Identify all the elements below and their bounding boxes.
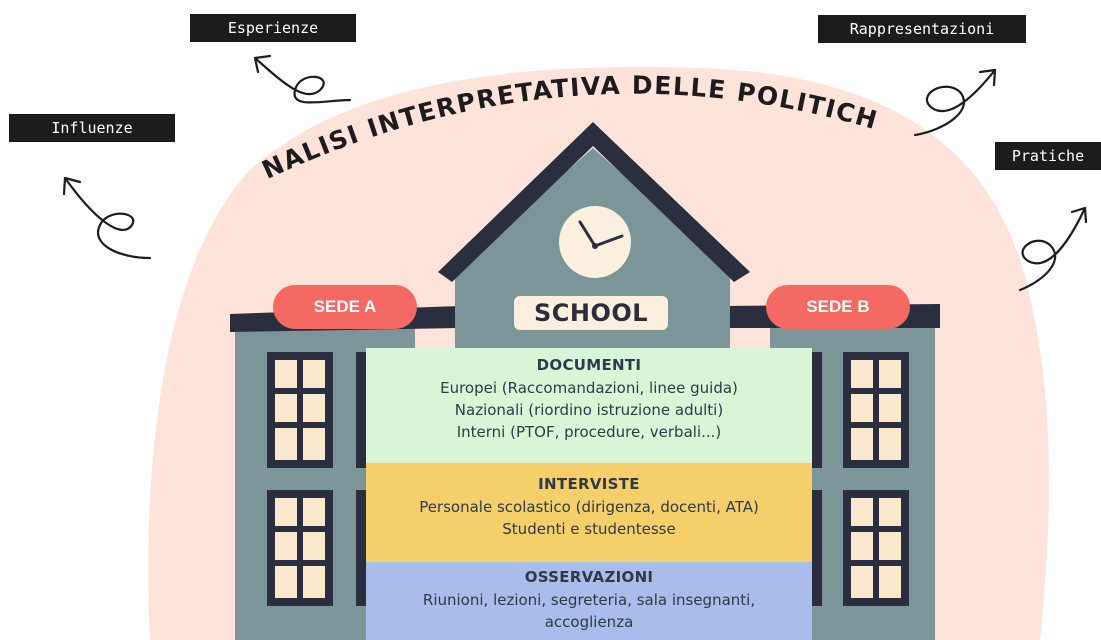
arrow-rappresentazioni-icon [913,68,997,137]
documenti-heading: DOCUMENTI [536,356,642,374]
window-left-bottom [267,490,333,606]
clock-icon [559,206,631,278]
section-documenti: DOCUMENTI Europei (Raccomandazioni, line… [366,348,812,463]
tag-esperienze: Esperienze [190,14,356,42]
school-sign: SCHOOL [514,296,668,330]
osservazioni-line: Riunioni, lezioni, segreteria, sala inse… [422,591,756,609]
window-right-partial-bottom [810,490,822,606]
window-left-partial-top [356,352,368,468]
interviste-line: Studenti e studentesse [502,520,676,538]
window-right-bottom [843,490,909,606]
sede-b-badge: SEDE B [766,285,910,329]
osservazioni-heading: OSSERVAZIONI [524,568,654,586]
sede-a-badge: SEDE A [273,285,417,329]
window-left-partial-bottom [356,490,368,606]
arrow-influenze-icon [62,176,152,260]
section-osservazioni: OSSERVAZIONI Riunioni, lezioni, segreter… [366,562,812,640]
arrow-esperienze-icon [253,54,352,104]
osservazioni-line: accoglienza [544,613,634,631]
tag-rappresentazioni: Rappresentazioni [818,15,1026,43]
documenti-line: Interni (PTOF, procedure, verbali...) [456,423,722,441]
window-right-partial-top [810,352,822,468]
interviste-heading: INTERVISTE [538,475,640,493]
window-left-top [267,352,333,468]
documenti-line: Nazionali (riordino istruzione adulti) [454,401,724,419]
arrow-pratiche-icon [1018,206,1088,292]
interviste-line: Personale scolastico (dirigenza, docenti… [419,498,759,516]
tag-pratiche: Pratiche [995,142,1101,170]
tower-roof [438,122,750,282]
window-right-top [843,352,909,468]
documenti-line: Europei (Raccomandazioni, linee guida) [440,379,738,397]
tag-influenze: Influenze [9,114,175,142]
section-interviste: INTERVISTE Personale scolastico (dirigen… [366,463,812,562]
